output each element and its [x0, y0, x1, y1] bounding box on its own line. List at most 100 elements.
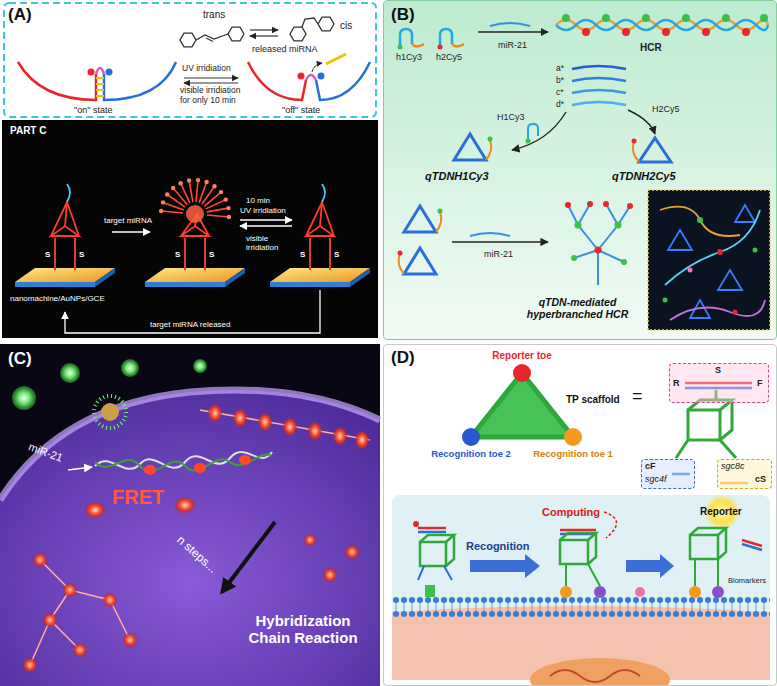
hcr-art [760, 14, 768, 22]
arrow-label: UV irridiation [182, 64, 231, 74]
arrow-label: UV irridiation [240, 206, 286, 215]
cell-art [194, 463, 206, 473]
strand-label: released miRNA [252, 44, 318, 54]
computing-art [560, 586, 572, 598]
computing-art [413, 521, 419, 527]
hcr-art [575, 222, 582, 229]
cell-art [0, 344, 380, 686]
photo-switch-art [302, 18, 318, 27]
nanomachine-art [15, 282, 95, 287]
bond-label: S [175, 250, 180, 259]
cell-art [95, 454, 272, 471]
cell-art [323, 568, 337, 582]
computing-art [550, 670, 640, 682]
computing-art [690, 528, 726, 559]
module-box: SRF [669, 363, 769, 403]
cell-art [304, 534, 316, 546]
photo-switch-art [206, 38, 213, 42]
hcr-art [663, 298, 668, 303]
bond-label: S [45, 250, 50, 259]
step-label: n steps... [174, 533, 219, 576]
part-box: PART C [2, 120, 378, 338]
hcr-art [412, 44, 424, 47]
hcr-art [603, 201, 609, 207]
hcr-art [702, 28, 710, 36]
nanomachine-art [322, 184, 325, 202]
photo-switch-art [316, 62, 370, 100]
cell-art [0, 344, 380, 686]
hcr-art [438, 209, 443, 214]
hcr-art [574, 250, 598, 258]
computing-art [392, 596, 770, 618]
hcr-art [452, 241, 548, 242]
hcr-art [565, 201, 633, 265]
arrow-label: visible irridiation for only 10 min [180, 86, 248, 106]
photo-switch-art [298, 73, 305, 80]
hcr-art [454, 134, 486, 160]
cell-art [95, 452, 272, 469]
isomer-label: cis [340, 20, 352, 32]
hcr-art [662, 28, 670, 36]
hcr-art [733, 310, 738, 315]
photo-switch-art [96, 89, 104, 91]
bond-label: S [334, 250, 339, 259]
module-box: cFsgc4f [641, 459, 695, 489]
nanomachine-art [240, 219, 292, 220]
panel-heading: (B) [391, 5, 415, 25]
cell-art [123, 633, 137, 647]
hcr-art [606, 204, 618, 225]
computing-art [425, 585, 435, 597]
nanomachine-art [112, 231, 150, 232]
computing-art [690, 535, 718, 559]
nanomachine-art [240, 225, 292, 226]
photo-switch-art [318, 17, 334, 31]
cell-art [175, 497, 195, 513]
nanomachine-art [350, 268, 370, 287]
process-title: Hybridization Chain Reaction [238, 612, 368, 647]
hcr-art [404, 248, 436, 274]
product-label: qTDN-mediated hyperbranched HCR [515, 296, 640, 320]
nanomachine-art [2, 120, 378, 338]
hcr-art [404, 206, 436, 232]
cell-art [193, 359, 207, 373]
photo-switch-art [104, 62, 176, 100]
hcr-art [742, 28, 750, 36]
hcr-art [682, 14, 690, 22]
photo-switch-art [250, 35, 278, 36]
hcr-art [568, 204, 630, 285]
photo-switch-art [184, 82, 238, 83]
cell-art [222, 522, 275, 592]
hcr-art [668, 230, 692, 250]
photo-switch-art [96, 95, 104, 97]
photo-switch-art [196, 34, 228, 40]
nanomachine-art [54, 238, 56, 270]
hcr-art [665, 210, 760, 285]
photo-switch-art [184, 77, 238, 78]
hcr-art [562, 14, 570, 22]
computing-art [689, 586, 701, 598]
isomer-label: trans [203, 9, 225, 21]
arrow-label: target miRNA [104, 216, 152, 225]
cell-art [43, 613, 57, 627]
bond-label: S [300, 250, 305, 259]
nanomachine-art [67, 184, 70, 202]
nanomachine-art [178, 181, 182, 185]
product-label: HCR [640, 42, 662, 54]
hcr-art [470, 233, 510, 236]
hcr-art [582, 28, 590, 36]
cell-art [12, 386, 36, 410]
strand-label: d* [556, 100, 564, 110]
hcr-art [486, 140, 491, 160]
computing-art [384, 345, 776, 686]
toe-circle: Recognition toe 2 [462, 428, 480, 446]
bond-label: S [209, 250, 214, 259]
hcr-art [663, 217, 758, 315]
hcr-art [398, 251, 403, 256]
hcr-art [384, 1, 776, 339]
hcr-art [717, 249, 723, 255]
probe-label: h2Cy5 [436, 52, 462, 62]
probe-label: H1Cy3 [497, 112, 525, 122]
arrow-label: 10 min [246, 196, 270, 205]
computing-art [688, 410, 720, 440]
computing-art [470, 554, 540, 578]
